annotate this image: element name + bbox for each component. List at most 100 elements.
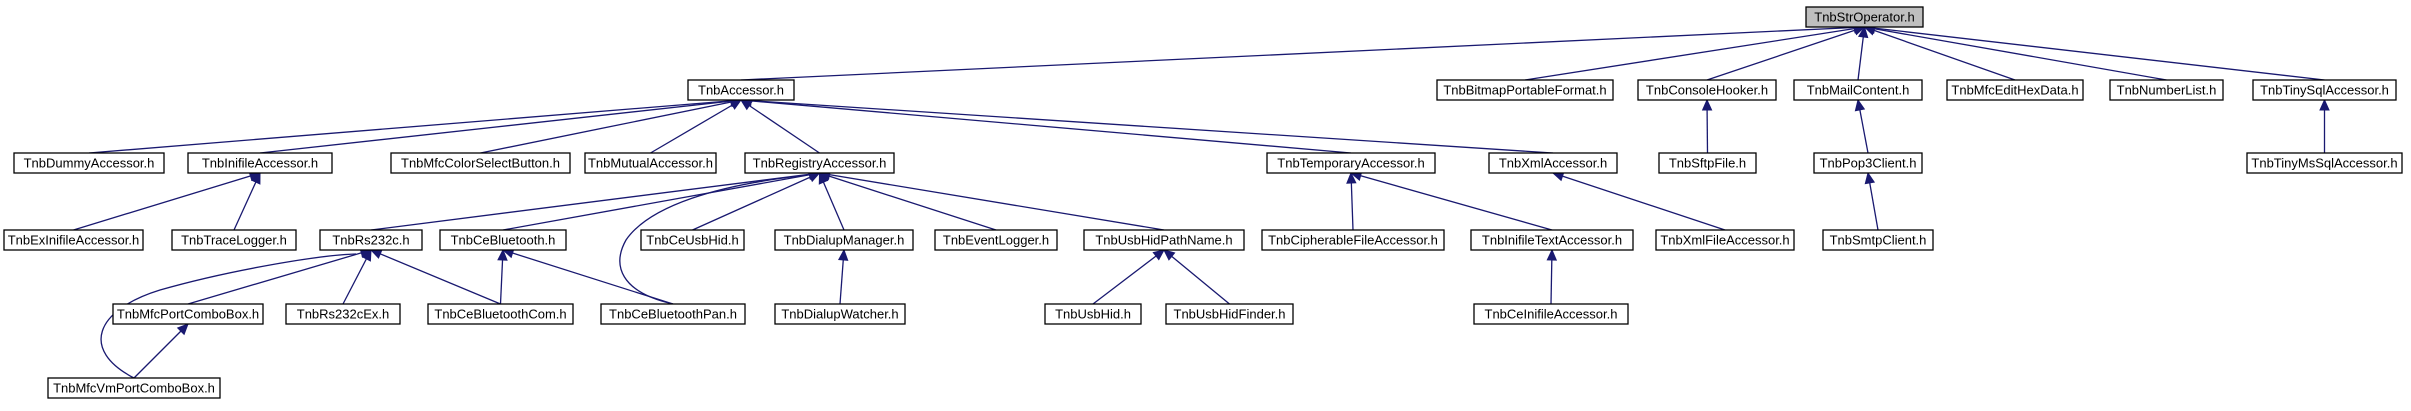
graph-node[interactable]: TnbAccessor.h <box>687 79 795 101</box>
graph-node[interactable]: TnbEventLogger.h <box>934 229 1058 251</box>
node-box <box>1813 152 1923 174</box>
node-box <box>687 79 795 101</box>
node-label: TnbRs232c.h <box>332 233 409 248</box>
graph-node[interactable]: TnbPop3Client.h <box>1813 152 1923 174</box>
arrowhead <box>250 171 261 185</box>
dependency-edge <box>1706 25 1866 81</box>
dependency-edge <box>1546 248 1558 305</box>
node-box <box>1793 79 1923 101</box>
dependency-edge <box>233 171 261 231</box>
node-label: TnbExInifileAccessor.h <box>8 233 140 248</box>
graph-node[interactable]: TnbExInifileAccessor.h <box>3 229 144 251</box>
dependency-edge <box>1092 249 1165 305</box>
node-box <box>47 377 221 399</box>
dependency-edge <box>739 95 1554 154</box>
node-label: TnbDummyAccessor.h <box>24 156 155 171</box>
arrowhead <box>1546 248 1558 261</box>
graph-node[interactable]: TnbCeInifileAccessor.h <box>1473 303 1629 325</box>
node-box <box>1266 152 1436 174</box>
graph-node[interactable]: TnbUsbHid.h <box>1044 303 1142 325</box>
node-box <box>2109 79 2224 101</box>
graph-node[interactable]: TnbCeBluetoothCom.h <box>427 303 574 325</box>
graph-node[interactable]: TnbConsoleHooker.h <box>1637 79 1777 101</box>
dependency-edge <box>1524 23 1866 81</box>
dependency-edge <box>1857 25 1869 81</box>
graph-node[interactable]: TnbMfcEditHexData.h <box>1946 79 2084 101</box>
graph-node[interactable]: TnbMfcColorSelectButton.h <box>390 152 571 174</box>
dependency-edge <box>2319 98 2330 153</box>
graph-node[interactable]: TnbNumberList.h <box>2109 79 2224 101</box>
graph-node[interactable]: TnbMailContent.h <box>1793 79 1923 101</box>
graph-node[interactable]: TnbDialupWatcher.h <box>774 303 906 325</box>
dependency-edge <box>818 169 1165 231</box>
node-label: TnbInifileTextAccessor.h <box>1482 233 1622 248</box>
node-label: TnbMailContent.h <box>1807 83 1910 98</box>
arrowhead <box>2319 98 2330 111</box>
graph-node[interactable]: TnbUsbHidPathName.h <box>1083 229 1245 251</box>
arrowhead <box>1346 171 1357 184</box>
graph-node[interactable]: TnbMutualAccessor.h <box>584 152 717 174</box>
graph-node[interactable]: TnbBitmapPortableFormat.h <box>1436 79 1614 101</box>
graph-node[interactable]: TnbXmlFileAccessor.h <box>1655 229 1795 251</box>
node-box <box>934 229 1058 251</box>
node-box <box>1473 303 1629 325</box>
graph-node[interactable]: TnbXmlAccessor.h <box>1488 152 1618 174</box>
graph-node[interactable]: TnbTinySqlAccessor.h <box>2252 79 2397 101</box>
node-box <box>744 152 895 174</box>
arrowhead <box>1864 171 1876 185</box>
graph-node[interactable]: TnbTraceLogger.h <box>171 229 297 251</box>
node-label: TnbBitmapPortableFormat.h <box>1443 83 1606 98</box>
node-label: TnbMfcColorSelectButton.h <box>401 156 560 171</box>
node-box <box>1822 229 1934 251</box>
dependency-edge <box>739 99 820 154</box>
graph-node[interactable]: TnbTemporaryAccessor.h <box>1266 152 1436 174</box>
graph-node[interactable]: TnbInifileTextAccessor.h <box>1470 229 1634 251</box>
graph-node[interactable]: TnbDialupManager.h <box>774 229 914 251</box>
graph-node[interactable]: TnbRegistryAccessor.h <box>744 152 895 174</box>
dependency-edge <box>497 248 508 305</box>
graph-node[interactable]: TnbCeBluetoothPan.h <box>600 303 746 325</box>
node-box <box>600 303 746 325</box>
dependency-edge <box>1163 249 1230 305</box>
node-box <box>319 229 423 251</box>
node-box <box>1658 152 1757 174</box>
graph-node[interactable]: TnbCeUsbHid.h <box>640 229 745 251</box>
node-box <box>427 303 574 325</box>
dependency-edge <box>369 249 501 305</box>
node-label: TnbConsoleHooker.h <box>1646 83 1768 98</box>
node-box <box>2246 152 2403 174</box>
arrowhead <box>1857 25 1869 39</box>
dependency-edge <box>259 95 743 154</box>
node-label: TnbStrOperator.h <box>1814 10 1914 25</box>
node-label: TnbCeBluetoothPan.h <box>609 307 737 322</box>
graph-node[interactable]: TnbDummyAccessor.h <box>13 152 165 174</box>
dependency-edge <box>739 95 1352 154</box>
arrowhead <box>369 249 383 259</box>
graph-node[interactable]: TnbSftpFile.h <box>1658 152 1757 174</box>
arrowhead <box>1163 249 1176 261</box>
graph-node[interactable]: TnbUsbHidFinder.h <box>1165 303 1294 325</box>
graph-node[interactable]: TnbMfcPortComboBox.h <box>112 303 264 325</box>
root-node[interactable]: TnbStrOperator.h <box>1805 6 1924 28</box>
node-box <box>1488 152 1618 174</box>
graph-node[interactable]: TnbCeBluetooth.h <box>439 229 567 251</box>
node-label: TnbMfcEditHexData.h <box>1951 83 2078 98</box>
dependency-edge <box>73 171 262 231</box>
node-box <box>1637 79 1777 101</box>
graph-node[interactable]: TnbMfcVmPortComboBox.h <box>47 377 221 399</box>
graph-node[interactable]: TnbTinyMsSqlAccessor.h <box>2246 152 2403 174</box>
node-box <box>1470 229 1634 251</box>
graph-node[interactable]: TnbRs232c.h <box>319 229 423 251</box>
node-box <box>1044 303 1142 325</box>
graph-node[interactable]: TnbRs232cEx.h <box>285 303 401 325</box>
graph-node[interactable]: TnbSmtpClient.h <box>1822 229 1934 251</box>
graph-node[interactable]: TnbCipherableFileAccessor.h <box>1261 229 1445 251</box>
node-label: TnbCeBluetooth.h <box>451 233 556 248</box>
node-label: TnbUsbHidPathName.h <box>1095 233 1232 248</box>
node-label: TnbUsbHidFinder.h <box>1174 307 1286 322</box>
graph-node[interactable]: TnbInifileAccessor.h <box>187 152 333 174</box>
edges-layer <box>73 22 2330 379</box>
node-label: TnbTinySqlAccessor.h <box>2260 83 2389 98</box>
